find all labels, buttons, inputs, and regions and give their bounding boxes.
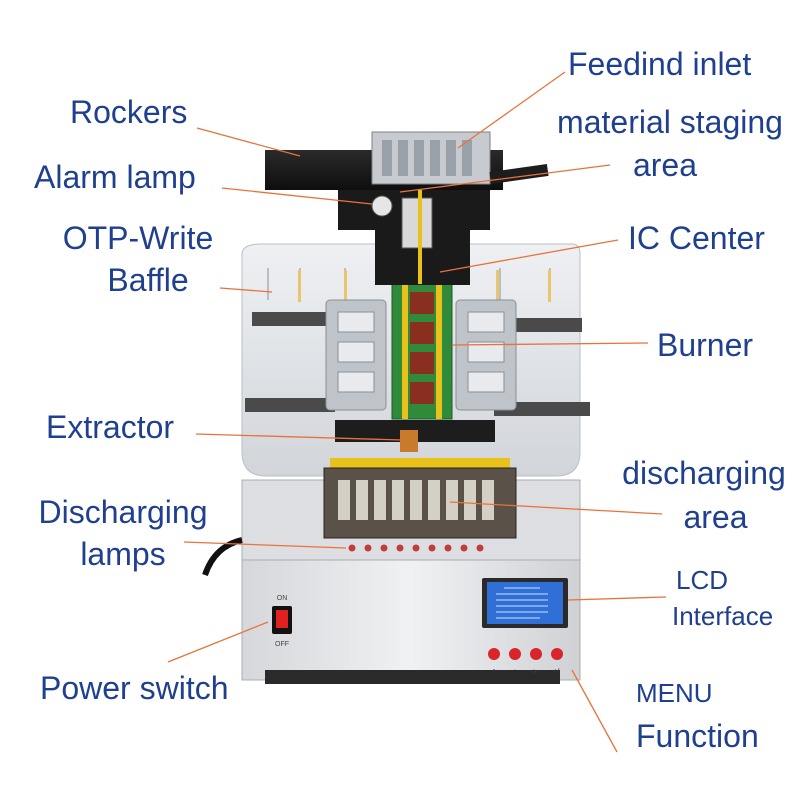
- svg-text:▸: ▸: [534, 666, 539, 676]
- label-otp-write-line2: Baffle: [107, 262, 189, 298]
- label-discharging-lamps-line1: Discharging: [38, 494, 208, 530]
- switch-off-label: OFF: [275, 641, 289, 648]
- menu-button-arrows: ↑ ↓ ▸ ↵: [492, 666, 561, 676]
- discharging-lamps: [348, 544, 484, 552]
- label-feeding-inlet: Feedind inlet: [568, 46, 752, 82]
- label-discharging-area-line1: discharging: [622, 455, 786, 491]
- label-power-switch: Power switch: [40, 670, 229, 706]
- menu-buttons[interactable]: [488, 648, 563, 660]
- switch-on-label: ON: [277, 595, 288, 602]
- label-menu-function-line2: Function: [636, 718, 759, 754]
- label-otp-write-line1: OTP-Write: [62, 220, 214, 256]
- svg-text:↑: ↑: [492, 666, 497, 676]
- label-discharging-lamps-line2: lamps: [80, 536, 166, 572]
- lcd-screen: [482, 578, 568, 628]
- label-lcd-interface-line1: LCD: [675, 565, 728, 595]
- burner-column: [391, 283, 453, 420]
- label-material-staging-line1: material staging: [557, 104, 783, 140]
- programming-sockets: [325, 299, 517, 411]
- label-burner: Burner: [657, 327, 754, 363]
- svg-text:↵: ↵: [553, 666, 561, 676]
- discharging-tray: [323, 458, 517, 539]
- label-discharging-area-line2: area: [683, 499, 748, 535]
- svg-text:↓: ↓: [513, 666, 518, 676]
- label-alarm-lamp: Alarm lamp: [34, 159, 196, 195]
- label-menu-function-line1: MENU: [636, 678, 713, 708]
- power-cable: [202, 537, 243, 577]
- label-material-staging-line2: area: [632, 147, 698, 183]
- label-extractor: Extractor: [46, 409, 175, 445]
- label-lcd-interface-line2: Interface: [672, 601, 774, 631]
- label-ic-center: IC Center: [628, 220, 765, 256]
- power-switch[interactable]: ON OFF: [272, 595, 292, 648]
- extractor-mechanism: [335, 420, 495, 452]
- leader-lines: [167, 71, 667, 753]
- label-rockers: Rockers: [70, 94, 188, 130]
